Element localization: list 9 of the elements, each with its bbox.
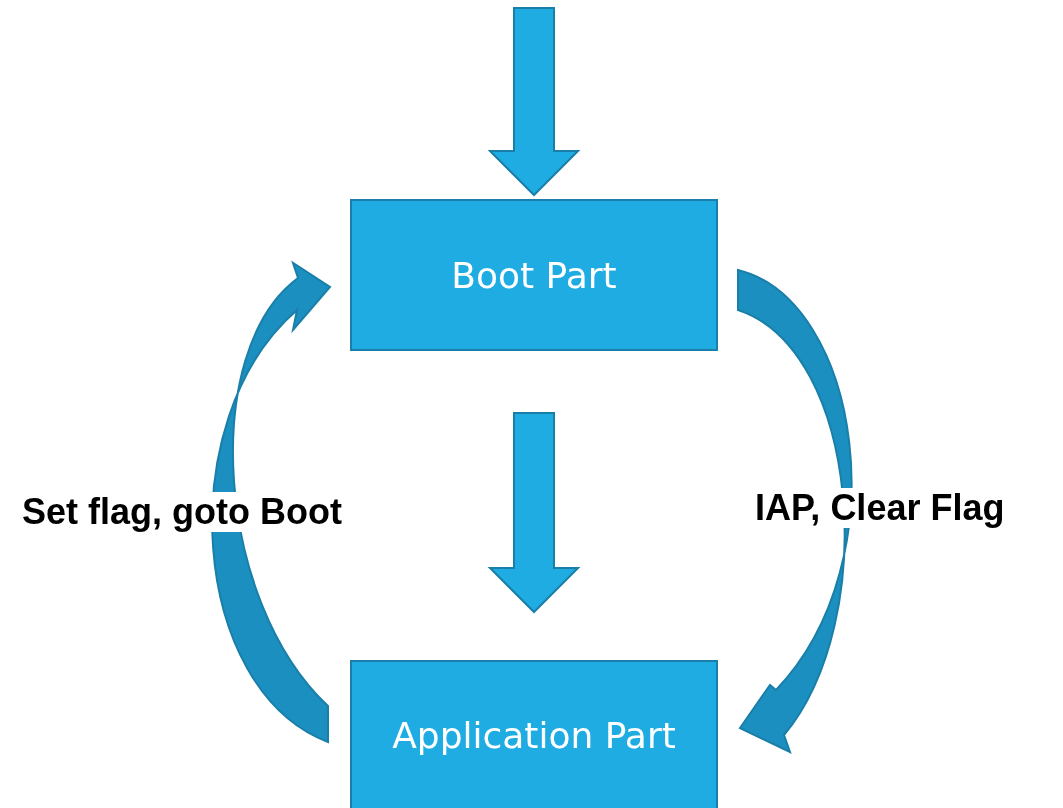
box-label: Boot Part <box>451 254 617 296</box>
process-box <box>350 199 718 351</box>
edge-label: IAP, Clear Flag <box>755 488 1005 528</box>
curved-arrow <box>737 269 853 753</box>
edge-label: Set flag, goto Boot <box>22 492 342 532</box>
block-arrow <box>487 412 581 614</box>
box-label: Application Part <box>392 714 676 756</box>
process-box <box>350 660 718 808</box>
block-arrow <box>487 7 581 197</box>
